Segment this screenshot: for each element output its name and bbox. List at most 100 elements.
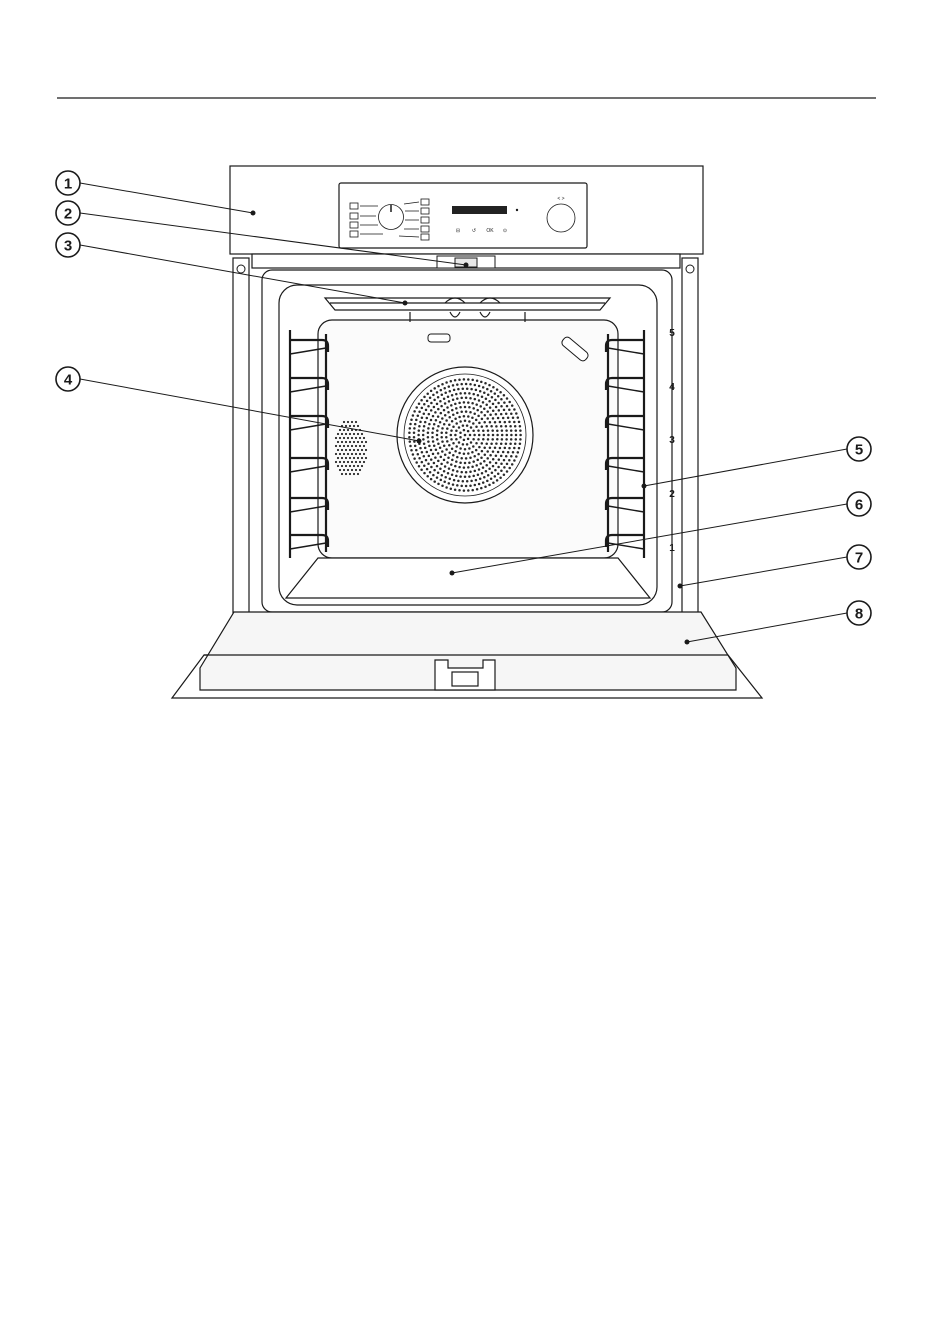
fan-hole [476, 379, 479, 382]
fan-hole [433, 462, 436, 465]
fan-hole [468, 420, 471, 423]
control-button: ⊙ [503, 228, 507, 234]
fan-hole [487, 394, 490, 397]
fan-hole [494, 392, 497, 395]
vent-hole [345, 433, 347, 435]
vent-hole [345, 425, 347, 427]
fan-hole [505, 425, 508, 428]
vent-hole [363, 453, 365, 455]
fan-hole [424, 447, 427, 450]
fan-hole [458, 466, 461, 469]
fan-hole [505, 429, 508, 432]
fan-hole [515, 412, 518, 415]
fan-hole [475, 403, 478, 406]
fan-hole [417, 434, 420, 437]
vent-hole [361, 433, 363, 435]
fan-hole [510, 412, 513, 415]
fan-hole [436, 391, 439, 394]
fan-hole [450, 438, 453, 441]
vent-hole [351, 461, 353, 463]
fan-hole [497, 395, 500, 398]
fan-hole [480, 487, 483, 490]
fan-hole [423, 412, 426, 415]
fan-hole [465, 383, 468, 386]
right-side-frame [682, 258, 698, 613]
fan-hole [456, 383, 459, 386]
fan-hole [497, 417, 500, 420]
vent-hole [347, 453, 349, 455]
fan-hole [481, 442, 484, 445]
vent-hole [343, 421, 345, 423]
shelf-level-4: 4 [669, 382, 675, 393]
vent-hole [359, 469, 361, 471]
vent-hole [353, 473, 355, 475]
fan-hole [480, 381, 483, 384]
fan-hole [485, 464, 488, 467]
vent-hole [349, 457, 351, 459]
fan-hole [432, 440, 435, 443]
fan-hole [468, 406, 471, 409]
fan-hole [454, 403, 457, 406]
fan-hole [448, 467, 451, 470]
fan-hole [477, 453, 480, 456]
vent-hole [365, 441, 367, 443]
fan-hole [500, 442, 503, 445]
fan-hole [430, 402, 433, 405]
fan-hole [469, 434, 472, 437]
fan-hole [409, 445, 412, 448]
fan-hole [462, 387, 465, 390]
fan-hole [456, 470, 459, 473]
callout-2: 2 [56, 201, 80, 225]
fan-hole [446, 406, 449, 409]
vent-hole [347, 437, 349, 439]
vent-hole [361, 465, 363, 467]
fan-hole [485, 425, 488, 428]
fan-hole [436, 429, 439, 432]
fan-hole [463, 453, 466, 456]
fan-hole [433, 480, 436, 483]
vent-hole [361, 441, 363, 443]
fan-hole [498, 458, 501, 461]
fan-hole [454, 417, 457, 420]
vent-hole [349, 473, 351, 475]
fan-hole [446, 461, 449, 464]
fan-hole [483, 476, 486, 479]
fan-hole [441, 450, 444, 453]
fan-hole [472, 460, 475, 463]
fan-hole [479, 462, 482, 465]
fan-hole [441, 383, 444, 386]
fan-hole [501, 434, 504, 437]
fan-hole [462, 443, 465, 446]
fan-hole [464, 448, 467, 451]
fan-hole [445, 419, 448, 422]
fan-hole [421, 461, 424, 464]
vent-hole [347, 429, 349, 431]
fan-hole [485, 398, 488, 401]
fan-hole [491, 472, 494, 475]
fan-hole [433, 387, 436, 390]
fan-hole [459, 461, 462, 464]
callout-1: 1 [56, 171, 80, 195]
fan-hole [459, 406, 462, 409]
fan-hole [483, 408, 486, 411]
fan-hole [463, 439, 466, 442]
fan-hole [417, 414, 420, 417]
fan-hole [467, 430, 470, 433]
fan-hole [497, 402, 500, 405]
fan-hole [436, 438, 439, 441]
fan-hole [492, 482, 495, 485]
fan-hole [518, 421, 521, 424]
fan-hole [440, 479, 443, 482]
fan-hole [471, 451, 474, 454]
fan-hole [487, 434, 490, 437]
vent-hole [357, 473, 359, 475]
fan-hole [484, 382, 487, 385]
fan-hole [427, 405, 430, 408]
fan-hole [455, 393, 458, 396]
fan-hole [470, 388, 473, 391]
fan-hole [441, 485, 444, 488]
fan-hole [448, 444, 451, 447]
fan-hole [452, 413, 455, 416]
temperature-selector-knob [547, 204, 575, 232]
